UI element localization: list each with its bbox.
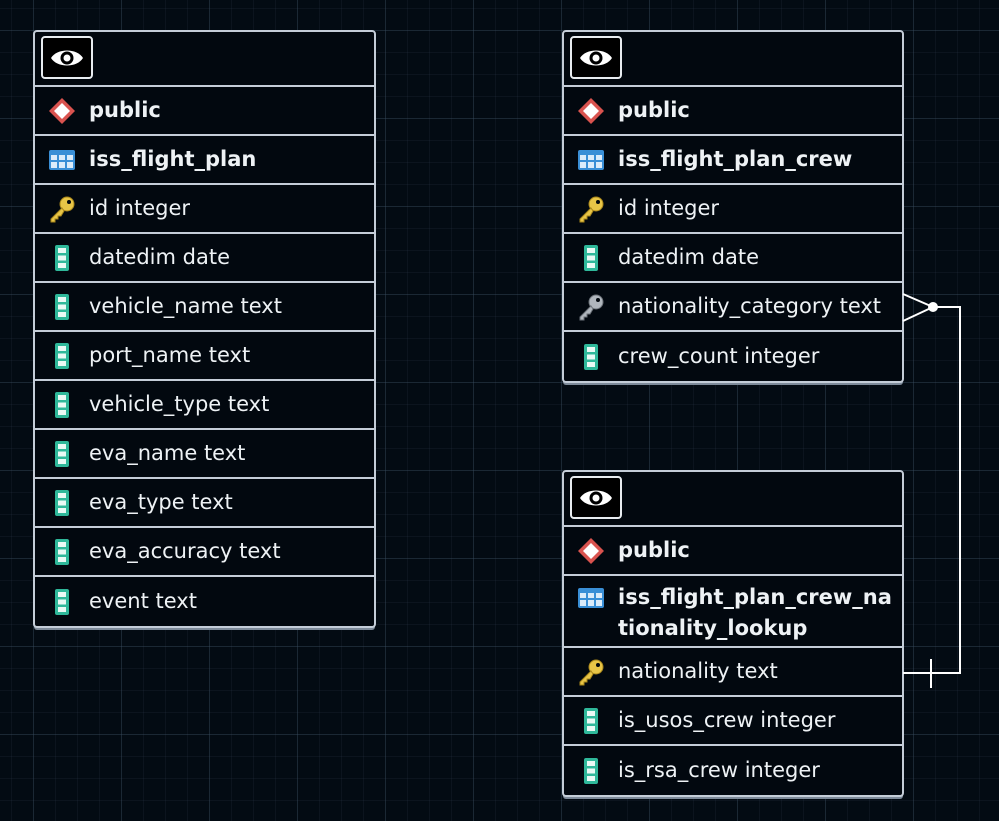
eye-icon — [580, 490, 612, 505]
relationship-line — [903, 306, 961, 674]
column-icon — [564, 343, 618, 370]
column-row[interactable]: eva_name text — [35, 430, 374, 479]
table-header — [564, 472, 902, 527]
table-card-iss-flight-plan-crew[interactable]: public iss_flight_plan_crew id integer d… — [562, 30, 904, 383]
table-name: iss_flight_plan_crew_nationality_lookup — [618, 585, 892, 640]
column-icon — [35, 293, 89, 320]
column-row[interactable]: nationality_category text — [564, 283, 902, 332]
schema-row: public — [35, 87, 374, 136]
column-row[interactable]: port_name text — [35, 332, 374, 381]
column-icon — [35, 440, 89, 467]
column-label: nationality text — [618, 659, 778, 683]
table-header — [35, 32, 374, 87]
visibility-toggle-button[interactable] — [570, 36, 622, 79]
column-label: crew_count integer — [618, 344, 820, 368]
column-label: is_rsa_crew integer — [618, 758, 820, 782]
column-label: eva_accuracy text — [89, 539, 281, 563]
column-icon — [564, 707, 618, 734]
eye-icon — [51, 50, 83, 65]
table-header — [564, 32, 902, 87]
visibility-toggle-button[interactable] — [570, 476, 622, 519]
column-label: eva_type text — [89, 490, 233, 514]
column-row[interactable]: event text — [35, 577, 374, 626]
column-row[interactable]: datedim date — [35, 234, 374, 283]
column-label: vehicle_name text — [89, 294, 282, 318]
crows-foot-many — [902, 293, 934, 322]
column-label: is_usos_crew integer — [618, 708, 836, 732]
table-icon — [564, 576, 618, 608]
schema-row: public — [564, 87, 902, 136]
column-label: event text — [89, 589, 197, 613]
column-icon — [35, 489, 89, 516]
column-row[interactable]: id integer — [564, 185, 902, 234]
column-icon — [35, 538, 89, 565]
table-name: iss_flight_plan — [89, 147, 257, 171]
column-label: id integer — [89, 196, 191, 220]
schema-name: public — [89, 98, 161, 122]
column-label: datedim date — [618, 245, 760, 269]
column-row[interactable]: is_rsa_crew integer — [564, 746, 902, 795]
column-row[interactable]: crew_count integer — [564, 332, 902, 381]
column-icon — [35, 391, 89, 418]
table-name-row: iss_flight_plan — [35, 136, 374, 185]
column-row[interactable]: nationality text — [564, 648, 902, 697]
column-row[interactable]: datedim date — [564, 234, 902, 283]
table-icon — [35, 149, 89, 170]
schema-row: public — [564, 527, 902, 576]
schema-icon — [35, 97, 89, 125]
column-label: id integer — [618, 196, 720, 220]
eye-icon — [580, 50, 612, 65]
column-row[interactable]: is_usos_crew integer — [564, 697, 902, 746]
column-label: eva_name text — [89, 441, 246, 465]
column-label: port_name text — [89, 343, 251, 367]
table-name-row: iss_flight_plan_crew — [564, 136, 902, 185]
primary-key-icon — [35, 195, 89, 223]
table-card-iss-flight-plan[interactable]: public iss_flight_plan id integer datedi… — [33, 30, 376, 628]
column-icon — [35, 342, 89, 369]
foreign-key-icon — [564, 293, 618, 321]
schema-icon — [564, 97, 618, 125]
column-row[interactable]: id integer — [35, 185, 374, 234]
column-label: vehicle_type text — [89, 392, 270, 416]
primary-key-icon — [564, 658, 618, 686]
column-icon — [564, 757, 618, 784]
column-icon — [564, 244, 618, 271]
table-card-iss-flight-plan-crew-nationality-lookup[interactable]: public iss_flight_plan_crew_nationality_… — [562, 470, 904, 797]
column-icon — [35, 244, 89, 271]
table-icon — [564, 149, 618, 170]
column-row[interactable]: eva_accuracy text — [35, 528, 374, 577]
column-label: datedim date — [89, 245, 231, 269]
schema-name: public — [618, 538, 690, 562]
table-name: iss_flight_plan_crew — [618, 147, 853, 171]
column-label: nationality_category text — [618, 294, 882, 318]
table-name-row: iss_flight_plan_crew_nationality_lookup — [564, 576, 902, 648]
column-icon — [35, 588, 89, 615]
column-row[interactable]: vehicle_name text — [35, 283, 374, 332]
column-row[interactable]: vehicle_type text — [35, 381, 374, 430]
schema-name: public — [618, 98, 690, 122]
visibility-toggle-button[interactable] — [41, 36, 93, 79]
primary-key-icon — [564, 195, 618, 223]
optional-circle — [928, 302, 938, 312]
schema-icon — [564, 537, 618, 565]
column-row[interactable]: eva_type text — [35, 479, 374, 528]
